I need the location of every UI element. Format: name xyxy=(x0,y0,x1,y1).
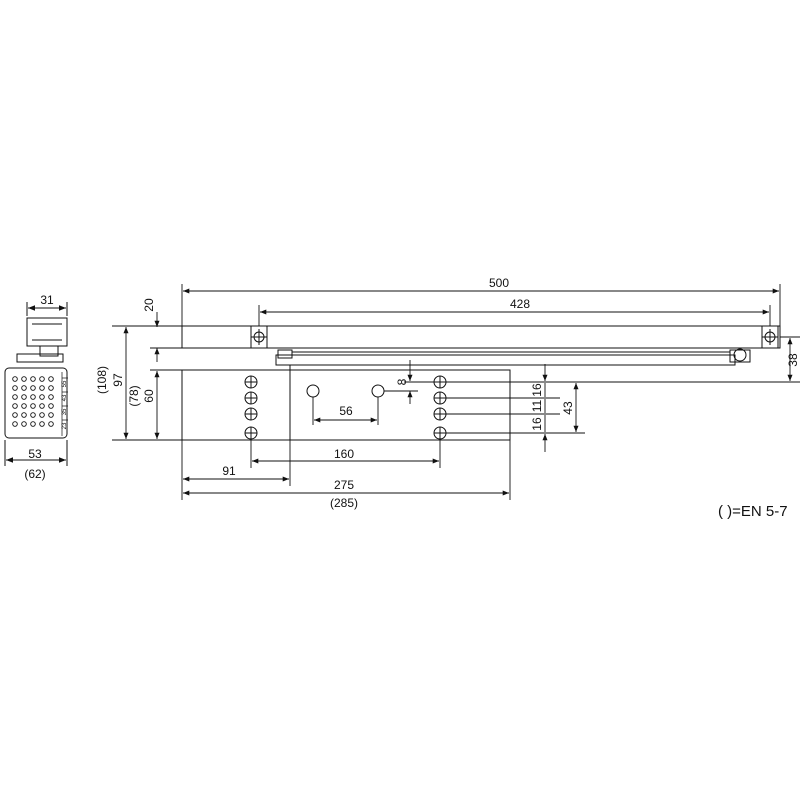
dim-108-label: (108) xyxy=(95,366,109,394)
guide-rail xyxy=(275,354,736,366)
dim-97-label: 97 xyxy=(111,373,125,387)
dim-38-label: 38 xyxy=(786,353,800,367)
side-body xyxy=(4,367,68,439)
side-spindle xyxy=(39,345,59,357)
dim-160-label: 160 xyxy=(334,447,354,461)
closer-body xyxy=(181,369,511,441)
side-arm-head xyxy=(26,317,68,347)
dim-56-label: 56 xyxy=(339,404,353,418)
dim-60-label: 60 xyxy=(142,389,156,403)
side-hole-grid xyxy=(12,376,54,427)
rail-slider-pin xyxy=(733,348,747,362)
dim-275-label: 275 xyxy=(334,478,354,492)
side-tiny-label: 23 xyxy=(62,422,68,429)
rail-slider xyxy=(729,349,751,363)
side-tiny-label: 55 xyxy=(62,380,68,387)
dim-53-label: 53 xyxy=(28,447,42,461)
main-arm xyxy=(181,325,781,349)
dimensions xyxy=(112,284,800,500)
dim-31-label: 31 xyxy=(40,293,54,307)
rail-end-left xyxy=(277,349,293,359)
dim-62-label: (62) xyxy=(24,467,45,481)
dim-78-label: (78) xyxy=(127,385,141,406)
side-bracket xyxy=(16,353,64,363)
side-tiny-label: 35 xyxy=(62,408,68,415)
hole-column-right xyxy=(433,375,447,440)
dim-11-label: 11 xyxy=(530,399,544,412)
dim-16-top-label: 16 xyxy=(530,383,544,397)
hole-pair-middle xyxy=(306,384,385,398)
side-view xyxy=(4,302,68,466)
dim-428-label: 428 xyxy=(510,297,530,311)
en-size-note: ( )=EN 5-7 xyxy=(718,503,788,520)
dim-43-label: 43 xyxy=(561,401,575,415)
dim-285-label: (285) xyxy=(330,496,358,510)
hole-column-left xyxy=(244,375,258,440)
dim-20-label: 20 xyxy=(142,298,156,312)
dim-500-label: 500 xyxy=(489,276,509,290)
side-tiny-label: 43 xyxy=(62,394,68,401)
dim-8-label: 8 xyxy=(395,378,409,385)
dim-91-label: 91 xyxy=(222,464,236,478)
front-view xyxy=(181,325,781,441)
dim-16-bottom-label: 16 xyxy=(530,417,544,431)
